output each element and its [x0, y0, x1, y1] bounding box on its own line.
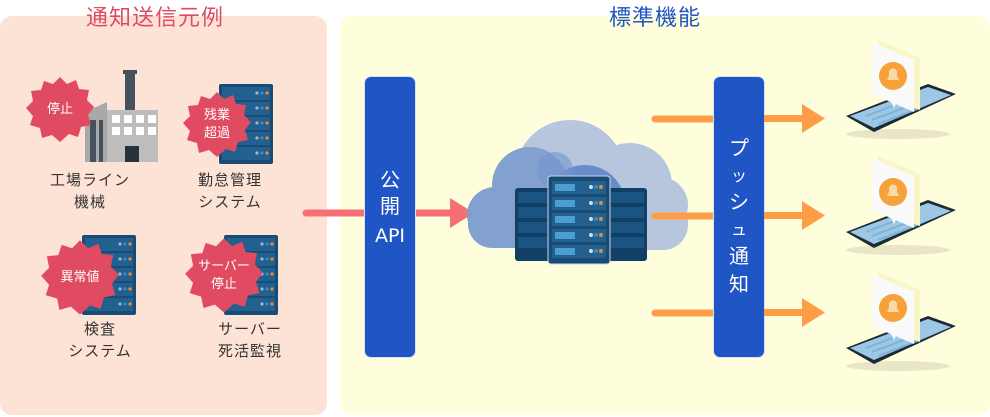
cloud-to-push-lines: [651, 115, 720, 317]
cloud-server-icon: [467, 120, 688, 265]
starburst-icon: [41, 240, 119, 315]
source-label: 勤怠管理 システム: [197, 171, 262, 211]
push-notification-block: プ ッ シ ュ 通 知: [713, 76, 765, 358]
alert-badge: 残業 超過: [182, 90, 252, 160]
smartphone-notification-icon: [846, 156, 956, 255]
starburst-icon: [183, 92, 251, 157]
smartphone-notification-icon: [846, 40, 956, 139]
source-factory-line: 停止 工場ライン 機械: [25, 70, 158, 220]
arrow-to-cloud: [414, 198, 474, 228]
source-inspection-system: 異常値 検査 システム: [40, 230, 170, 370]
source-attendance-system: 残業 超過 勤怠管理 システム: [165, 70, 295, 220]
smartphone-notification-icon: [846, 272, 956, 371]
arrow-to-api: [302, 209, 370, 217]
source-server-monitoring: サーバー 停止 サーバー 死活監視: [180, 230, 310, 370]
alert-badge: 停止: [25, 75, 95, 145]
factory-icon: [85, 70, 158, 162]
notification-source-title: 通知送信元例: [86, 6, 225, 31]
starburst-icon: [26, 77, 94, 142]
source-label: 検査 システム: [68, 320, 132, 360]
alert-badge: サーバー 停止: [184, 236, 263, 313]
alert-badge: 異常値: [40, 238, 119, 315]
public-api-block: 公 開 API: [364, 76, 416, 358]
push-to-device-arrows: [764, 104, 825, 327]
standard-feature-title: 標準機能: [609, 6, 702, 31]
source-label: 工場ライン 機械: [49, 171, 130, 211]
starburst-icon: [185, 238, 263, 313]
source-label: サーバー 死活監視: [217, 320, 282, 360]
